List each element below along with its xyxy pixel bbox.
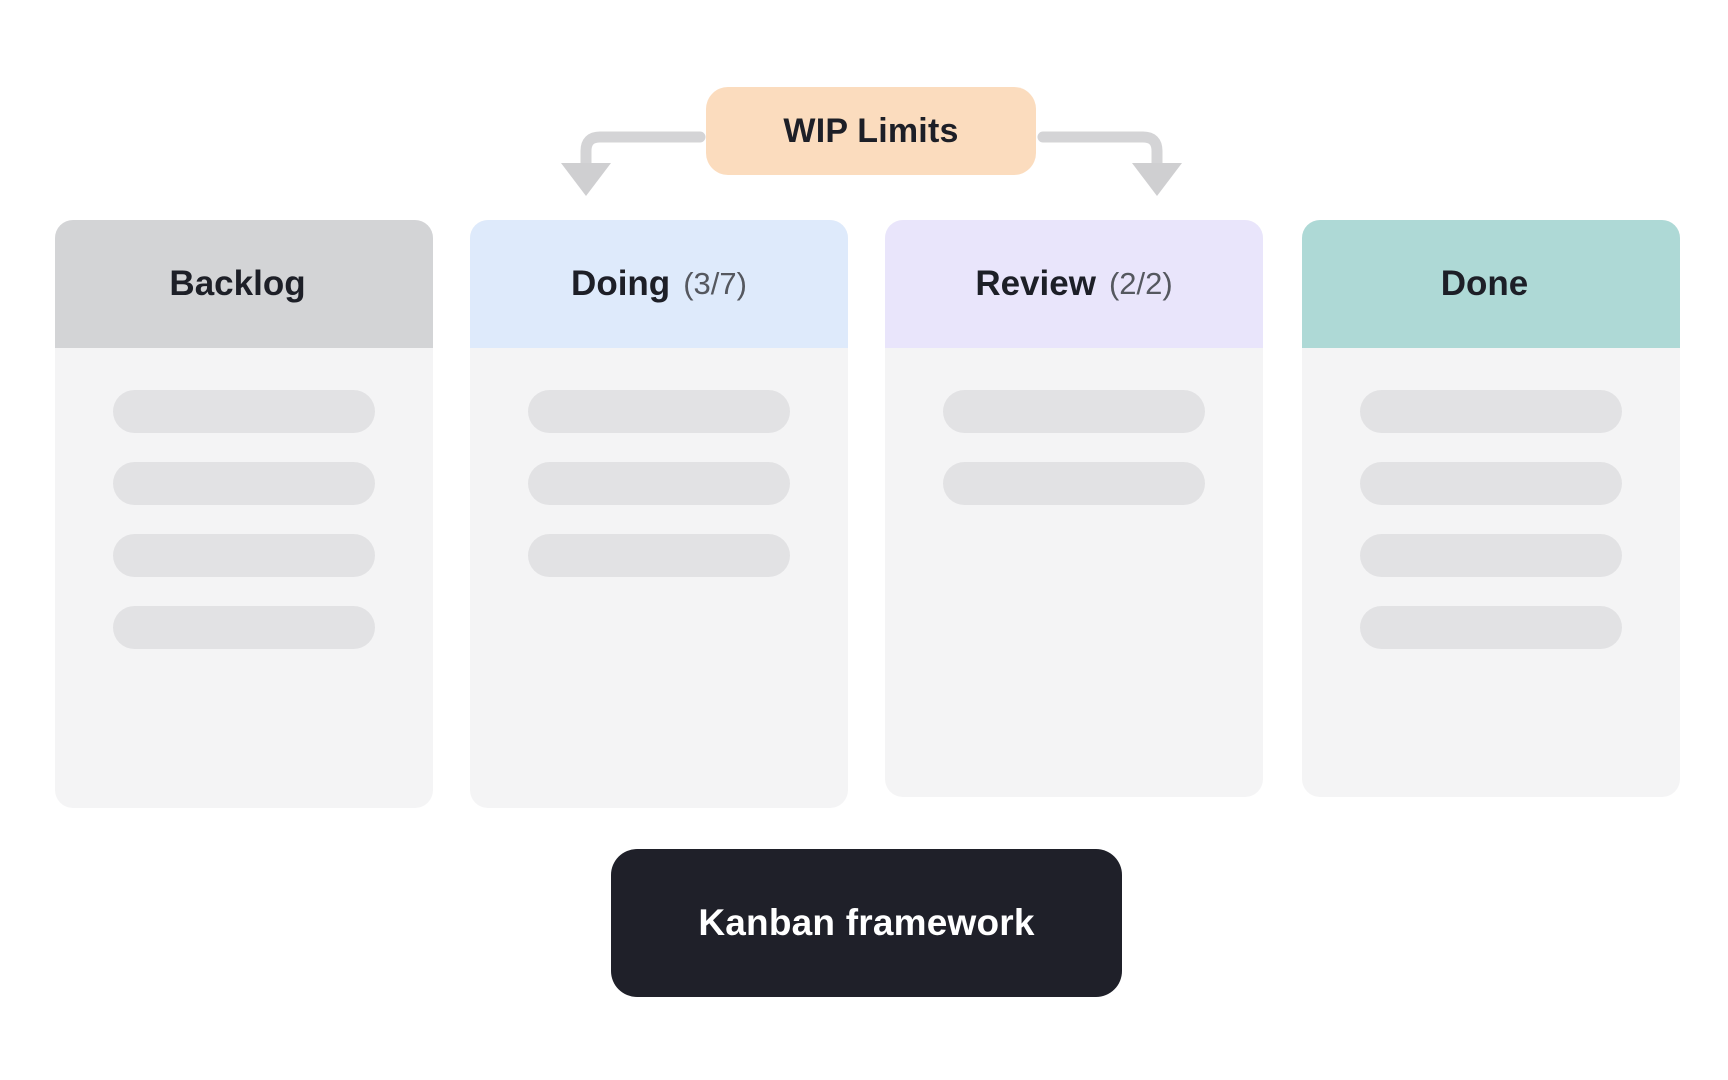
column-backlog[interactable]: Backlog (55, 220, 433, 808)
wip-limits-label: WIP Limits (783, 111, 959, 150)
column-doing[interactable]: Doing (3/7) (470, 220, 848, 808)
column-header-review: Review (2/2) (885, 220, 1263, 348)
column-review[interactable]: Review (2/2) (885, 220, 1263, 797)
column-cards-done (1302, 348, 1680, 649)
column-header-done: Done (1302, 220, 1680, 348)
card-placeholder[interactable] (1360, 534, 1622, 577)
column-header-backlog: Backlog (55, 220, 433, 348)
framework-caption-label: Kanban framework (698, 902, 1035, 943)
column-count-review: (2/2) (1108, 266, 1173, 301)
wip-limits-badge: WIP Limits (706, 87, 1036, 175)
card-placeholder[interactable] (113, 606, 375, 649)
card-placeholder[interactable] (528, 462, 790, 505)
column-cards-backlog (55, 348, 433, 649)
column-done[interactable]: Done (1302, 220, 1680, 797)
column-title-doing: Doing (571, 264, 671, 303)
card-placeholder[interactable] (528, 534, 790, 577)
column-header-doing: Doing (3/7) (470, 220, 848, 348)
column-cards-review (885, 348, 1263, 505)
card-placeholder[interactable] (943, 390, 1205, 433)
card-placeholder[interactable] (113, 534, 375, 577)
card-placeholder[interactable] (1360, 390, 1622, 433)
card-placeholder[interactable] (113, 462, 375, 505)
framework-caption: Kanban framework (611, 849, 1122, 997)
column-title-review: Review (975, 264, 1096, 303)
card-placeholder[interactable] (113, 390, 375, 433)
column-cards-doing (470, 348, 848, 577)
card-placeholder[interactable] (1360, 606, 1622, 649)
card-placeholder[interactable] (1360, 462, 1622, 505)
card-placeholder[interactable] (528, 390, 790, 433)
column-count-doing: (3/7) (683, 266, 747, 301)
card-placeholder[interactable] (943, 462, 1205, 505)
column-title-backlog: Backlog (169, 264, 306, 303)
column-title-done: Done (1440, 264, 1529, 303)
